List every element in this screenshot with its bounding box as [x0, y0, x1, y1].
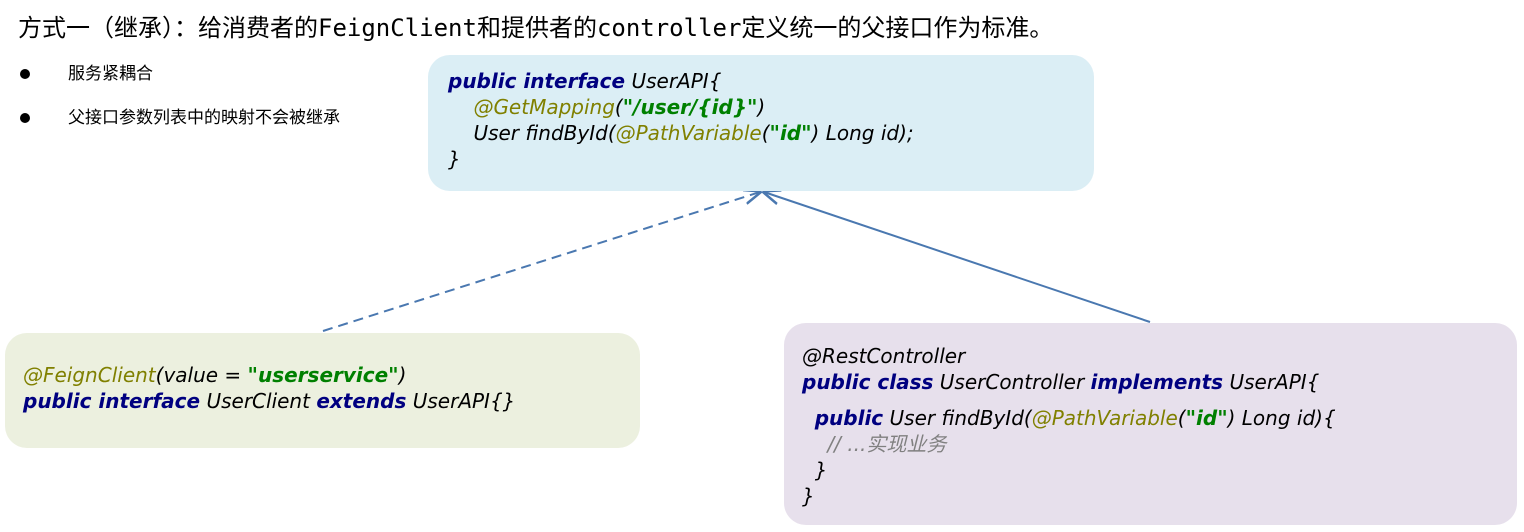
code-keyword: implements	[1090, 370, 1224, 394]
bullet-item: 服务紧耦合	[18, 60, 340, 104]
bullet-text: 父接口参数列表中的映射不会被继承	[68, 108, 340, 128]
code-text: ) Long id){	[1227, 406, 1336, 430]
code-text: UserAPI{}	[406, 389, 516, 413]
code-annotation: @RestController	[802, 344, 966, 368]
feign-client-box: @FeignClient(value = "userservice") publi…	[5, 333, 640, 448]
bullet-dot-icon	[20, 113, 30, 123]
code-text: UserAPI{	[1223, 370, 1320, 394]
bullet-list: 服务紧耦合 父接口参数列表中的映射不会被继承	[18, 60, 340, 148]
code-keyword: public interface	[23, 389, 201, 413]
code-text: )	[757, 95, 766, 119]
bullet-dot-icon	[20, 69, 30, 79]
page-title: 方式一（继承）：给消费者的FeignClient和提供者的controller定…	[18, 14, 1054, 42]
code-text: }	[814, 458, 828, 482]
code-text: (	[614, 95, 623, 119]
code-text: UserClient	[200, 389, 317, 413]
code-string: "userservice"	[247, 363, 399, 387]
dashed-arrow-feign-to-api	[322, 192, 760, 332]
code-text: )	[398, 363, 407, 387]
code-text: }	[448, 147, 461, 171]
code-keyword: public	[814, 406, 884, 430]
code-keyword: extends	[316, 389, 407, 413]
code-text: User findById(	[883, 406, 1032, 430]
code-annotation: @PathVariable	[1031, 406, 1178, 430]
code-comment: // ...实现业务	[827, 432, 947, 456]
bullet-item: 父接口参数列表中的映射不会被继承	[18, 104, 340, 148]
bullet-text: 服务紧耦合	[68, 64, 153, 84]
code-text: UserController	[933, 370, 1091, 394]
code-string: "id"	[1185, 406, 1228, 430]
code-keyword: public class	[802, 370, 934, 394]
code-text: (	[761, 121, 770, 145]
code-text: UserAPI{	[625, 69, 722, 93]
code-annotation: @PathVariable	[615, 121, 762, 145]
code-text: (value =	[155, 363, 248, 387]
code-text: }	[802, 484, 815, 508]
code-annotation: @GetMapping	[473, 95, 615, 119]
code-text: (	[1177, 406, 1186, 430]
solid-arrow-controller-to-api	[764, 192, 1151, 323]
user-api-interface-box: public interface UserAPI{ @GetMapping("/…	[428, 55, 1094, 191]
code-text: ) Long id);	[811, 121, 914, 145]
code-string: "id"	[769, 121, 812, 145]
code-annotation: @FeignClient	[23, 363, 156, 387]
code-keyword: public interface	[448, 69, 626, 93]
code-text: User findById(	[473, 121, 616, 145]
code-string: "/user/{id}"	[622, 95, 758, 119]
